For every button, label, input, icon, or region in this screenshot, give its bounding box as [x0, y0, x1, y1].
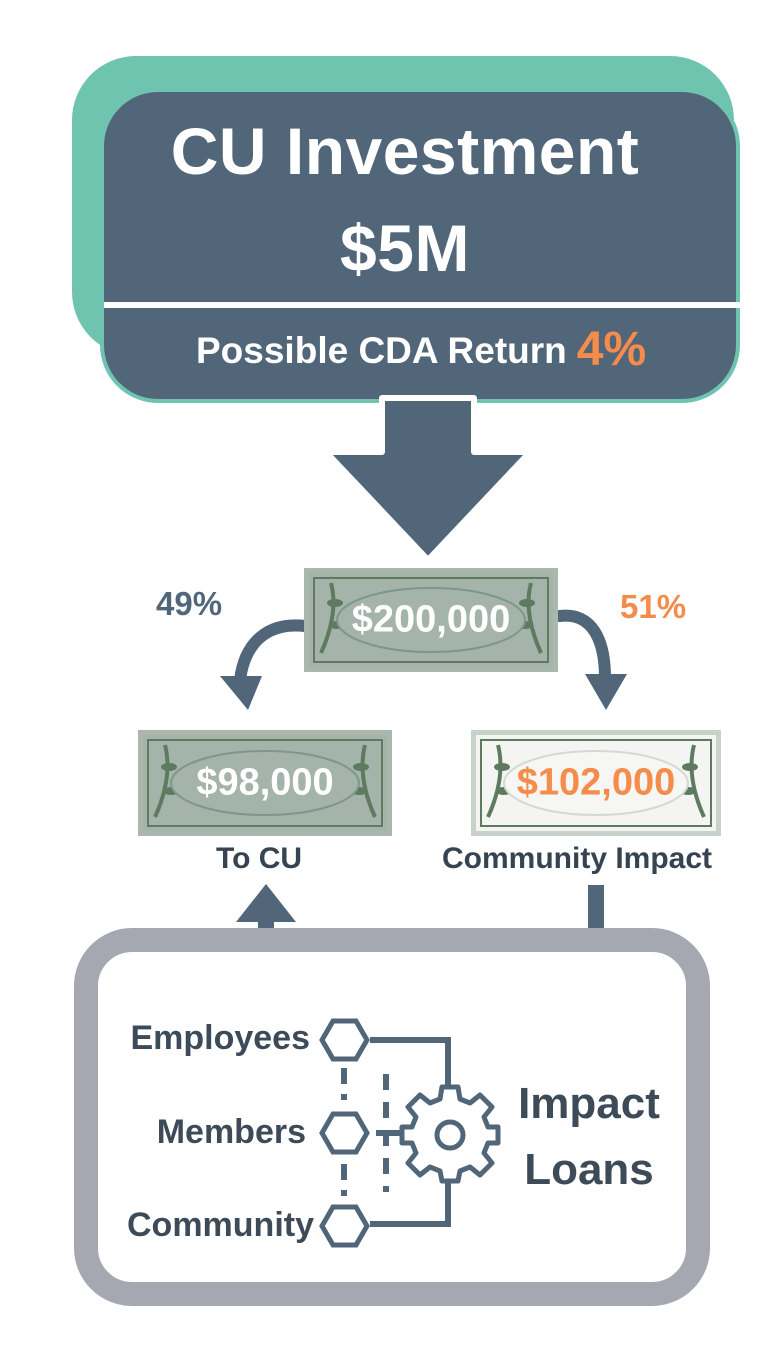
left-percent: 49%: [156, 585, 223, 622]
total-amount: $200,000: [351, 598, 511, 641]
cu-label: To CU: [216, 842, 303, 875]
bill-border: [480, 739, 712, 827]
main-down-arrow: [323, 395, 533, 563]
return-label: Possible CDA Return: [196, 330, 567, 371]
impact-amount: $102,000: [516, 761, 676, 804]
impact-loans-title-line1: Impact: [518, 1079, 660, 1128]
bill-cu: $98,000: [138, 730, 392, 836]
node-employees: Employees: [130, 1019, 310, 1057]
node-members: Members: [156, 1113, 306, 1151]
bill-impact: $102,000: [471, 730, 721, 836]
header-title-line2: $5M: [340, 211, 470, 285]
leaf-ornament-icon: [319, 582, 543, 654]
leaf-ornament-icon: [153, 744, 377, 818]
right-curve-arrow: [554, 609, 611, 684]
hexagon-icon: [319, 1204, 370, 1248]
impact-label: Community Impact: [442, 842, 713, 875]
bill-total: $200,000: [304, 568, 558, 672]
right-percent: 51%: [620, 588, 687, 625]
header-title-line1: CU Investment: [170, 114, 640, 188]
hexagon-icon: [319, 1111, 370, 1155]
return-value: 4%: [576, 323, 647, 376]
left-curve-arrow: [234, 619, 311, 686]
hexagon-icon: [319, 1018, 370, 1062]
node-community: Community: [127, 1206, 314, 1244]
bill-border: [313, 577, 549, 663]
header-divider: [104, 302, 740, 308]
up-arrow: [236, 884, 296, 922]
cu-amount: $98,000: [196, 761, 334, 804]
impact-loans-title-line2: Loans: [524, 1145, 654, 1194]
bill-border: [147, 739, 383, 827]
leaf-ornament-icon: [486, 744, 706, 818]
header-panel: [100, 88, 740, 403]
gear-icon: [399, 1084, 501, 1184]
impact-loans-panel: [74, 928, 710, 1306]
